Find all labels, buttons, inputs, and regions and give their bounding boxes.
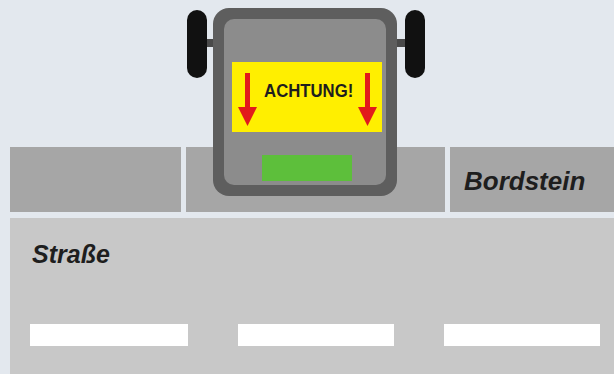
- warning-sign: ACHTUNG!: [232, 62, 382, 132]
- road-band: Straße: [10, 218, 614, 374]
- curb-slab: [10, 147, 181, 212]
- status-light: [262, 155, 352, 181]
- node-label: Bordstein: [464, 166, 585, 197]
- node-label: ACHTUNG!: [264, 80, 353, 102]
- wheel: [187, 10, 207, 78]
- device-body: [213, 8, 397, 196]
- wheel: [405, 10, 425, 78]
- device-panel: [224, 19, 386, 185]
- curb-slab: Bordstein: [450, 147, 614, 212]
- node-label: Straße: [32, 240, 110, 269]
- curb-slab: [186, 147, 445, 212]
- axle: [200, 39, 411, 47]
